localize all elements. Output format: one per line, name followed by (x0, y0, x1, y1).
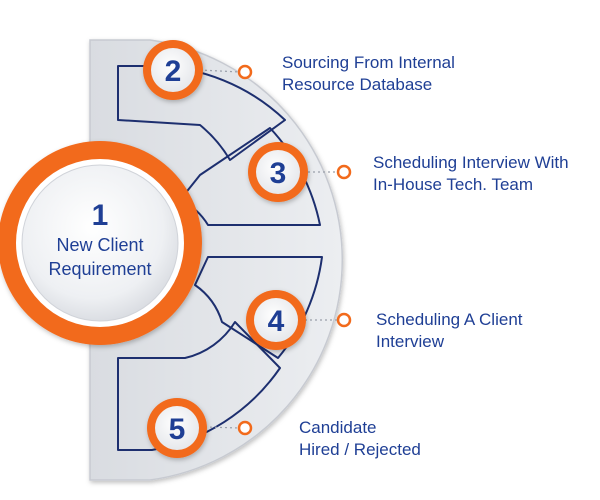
step-label-5-line1: Candidate (299, 418, 377, 437)
step-label-3-line1: Scheduling Interview With (373, 153, 569, 172)
step-badge-5: 5 (147, 398, 207, 458)
center-number: 1 (92, 199, 109, 232)
step-label-2-line2: Resource Database (282, 75, 433, 94)
step-label-3-line2: In-House Tech. Team (373, 175, 534, 194)
center-label-line1: New Client (56, 235, 143, 255)
step-label-5-line2: Hired / Rejected (299, 440, 421, 459)
center-label-line2: Requirement (48, 259, 151, 279)
step-label-3: Scheduling Interview With In-House Tech.… (373, 152, 569, 196)
segment-outline-4 (194, 256, 323, 359)
connector-5 (204, 426, 241, 429)
connector-dots (237, 64, 352, 436)
step-label-5: Candidate Hired / Rejected (299, 417, 421, 461)
connector-dot-3 (336, 164, 352, 180)
connector-lines (199, 69, 338, 429)
step-number-4: 4 (268, 305, 285, 338)
step-label-4-line2: Interview (376, 332, 445, 351)
connector-dot-4 (336, 312, 352, 328)
step-label-2-line1: Sourcing From Internal (282, 53, 455, 72)
connector-dot-5 (237, 420, 253, 436)
step-number-5: 5 (169, 413, 186, 446)
step-label-4-line1: Scheduling A Client (376, 310, 523, 329)
step-badge-4: 4 (246, 290, 306, 350)
center-node: 1 New Client Requirement (0, 141, 202, 345)
step-number-3: 3 (270, 157, 287, 190)
connector-2 (199, 69, 241, 73)
step-label-4: Scheduling A Client Interview (376, 309, 523, 353)
step-label-2: Sourcing From Internal Resource Database (282, 52, 455, 96)
connector-dot-2 (237, 64, 253, 80)
step-badge-2: 2 (143, 40, 203, 100)
step-badge-3: 3 (248, 142, 308, 202)
step-number-2: 2 (165, 55, 182, 88)
